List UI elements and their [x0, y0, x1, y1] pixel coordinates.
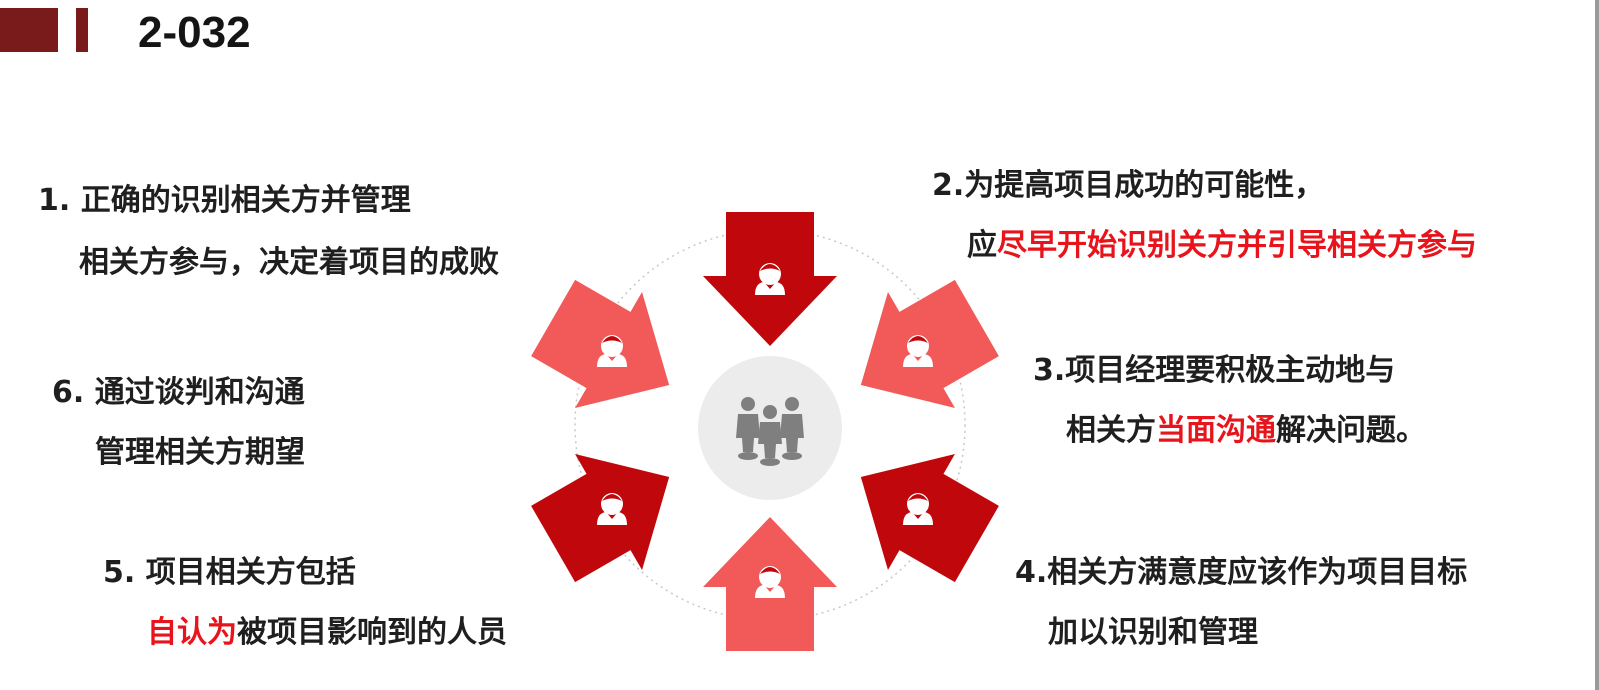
- arrow-bottom: [703, 517, 837, 651]
- slide-edge: [1595, 0, 1599, 690]
- note-2-highlight: 尽早开始识别关方并引导相关方参与: [997, 228, 1477, 263]
- note-2: 2.为提高项目成功的可能性， 应尽早开始识别关方并引导相关方参与: [932, 165, 1477, 267]
- note-1-line-2: 相关方参与，决定着项目的成败: [79, 245, 499, 280]
- note-5-highlight: 自认为: [147, 615, 237, 650]
- note-5-line-1: 5. 项目相关方包括: [103, 555, 356, 590]
- arrow-upper-right: [827, 259, 1011, 444]
- note-6-line-2: 管理相关方期望: [95, 435, 305, 470]
- note-3-highlight: 当面沟通: [1156, 413, 1276, 448]
- arrow-top: [703, 212, 837, 346]
- note-5-line-2: 自认为被项目影响到的人员: [103, 612, 507, 654]
- note-5-line-2-suffix: 被项目影响到的人员: [237, 615, 507, 650]
- note-1: 1. 正确的识别相关方并管理 相关方参与，决定着项目的成败: [38, 180, 499, 284]
- arrow-lower-left: [519, 418, 703, 603]
- note-4-line-1: 4.相关方满意度应该作为项目目标: [1015, 555, 1468, 590]
- note-3-line-2: 相关方当面沟通解决问题。: [1033, 410, 1426, 452]
- note-6-line-1: 6. 通过谈判和沟通: [52, 375, 305, 410]
- note-4: 4.相关方满意度应该作为项目目标 加以识别和管理: [1015, 552, 1467, 654]
- header-accent-bar: [76, 8, 88, 52]
- arrow-upper-left: [519, 259, 703, 444]
- note-3: 3.项目经理要积极主动地与 相关方当面沟通解决问题。: [1033, 350, 1426, 452]
- note-5: 5. 项目相关方包括 自认为被项目影响到的人员: [103, 552, 507, 654]
- note-3-line-2-prefix: 相关方: [1066, 413, 1156, 448]
- note-6: 6. 通过谈判和沟通 管理相关方期望: [52, 372, 305, 474]
- note-3-line-1: 3.项目经理要积极主动地与: [1033, 353, 1396, 388]
- header-accent-block: [0, 8, 58, 52]
- group-icon: [736, 397, 804, 466]
- note-2-line-2: 应尽早开始识别关方并引导相关方参与: [932, 225, 1477, 267]
- note-4-line-2: 加以识别和管理: [1048, 615, 1258, 650]
- arrow-lower-right: [827, 418, 1011, 603]
- note-2-line-1: 2.为提高项目成功的可能性，: [932, 168, 1325, 203]
- note-3-line-2-suffix: 解决问题。: [1276, 413, 1426, 448]
- note-1-line-1: 1. 正确的识别相关方并管理: [38, 183, 411, 218]
- page-title: 2-032: [138, 8, 251, 57]
- note-2-line-2-prefix: 应: [967, 228, 997, 263]
